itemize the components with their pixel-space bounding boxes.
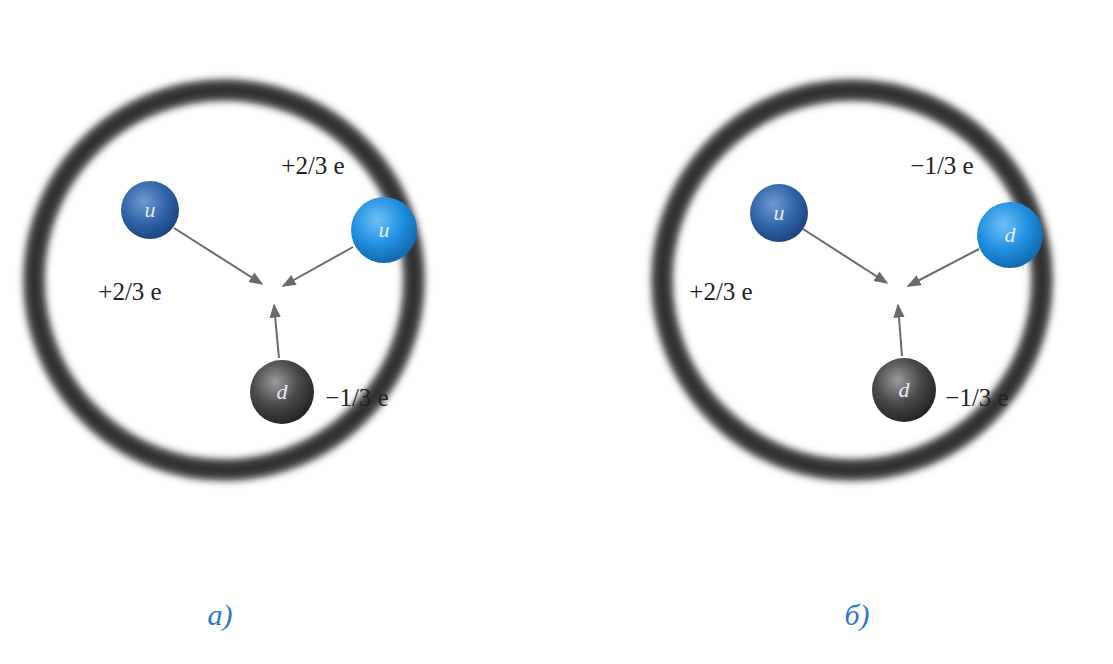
- force-arrow: [908, 249, 979, 286]
- quark-charge: +2/3 e: [281, 152, 344, 180]
- force-arrows: [174, 228, 979, 358]
- quark-charge: −1/3 e: [945, 384, 1008, 412]
- quark-ball: u+2/3 e: [750, 184, 808, 242]
- ring-core: [662, 90, 1042, 470]
- quark-ball: d−1/3 e: [872, 358, 936, 422]
- quark-flavor: d: [899, 377, 910, 403]
- quark-flavor: u: [145, 197, 156, 223]
- ring-outline: [662, 90, 1042, 470]
- panel-label: б): [844, 598, 869, 632]
- panel-label: а): [208, 598, 233, 632]
- quark-charge: −1/3 e: [910, 152, 973, 180]
- quark-circle: [872, 358, 936, 422]
- quark-circle: [250, 360, 314, 424]
- quark-flavor: d: [1005, 222, 1016, 248]
- quark-ball: d−1/3 e: [250, 360, 314, 424]
- quark-flavor: u: [379, 217, 390, 243]
- quark-charge: +2/3 e: [98, 278, 161, 306]
- quark-circle: [750, 184, 808, 242]
- ring-outline: [638, 66, 1066, 645]
- quark-circle: [977, 202, 1043, 268]
- ring-core: [34, 90, 414, 470]
- quark-circle: [351, 197, 417, 263]
- quark-ball: d−1/3 e: [977, 202, 1043, 268]
- quark-charge: +2/3 e: [689, 278, 752, 306]
- force-arrow: [274, 305, 279, 358]
- ring-outline: [10, 66, 438, 645]
- quark-ball: u+2/3 e: [351, 197, 417, 263]
- quark-flavor: u: [774, 200, 785, 226]
- ring-outline: [34, 90, 414, 470]
- quark-charge: −1/3 e: [325, 384, 388, 412]
- quark-flavor: d: [277, 379, 288, 405]
- nucleon-ring: а)u+2/3 eu+2/3 ed−1/3 e: [10, 66, 438, 645]
- force-arrow: [174, 228, 262, 284]
- force-arrow: [803, 229, 887, 283]
- quark-ball: u+2/3 e: [121, 181, 179, 239]
- force-arrow: [283, 247, 353, 286]
- force-arrow: [898, 305, 902, 356]
- quark-circle: [121, 181, 179, 239]
- nucleon-ring: б)u+2/3 ed−1/3 ed−1/3 e: [638, 66, 1066, 645]
